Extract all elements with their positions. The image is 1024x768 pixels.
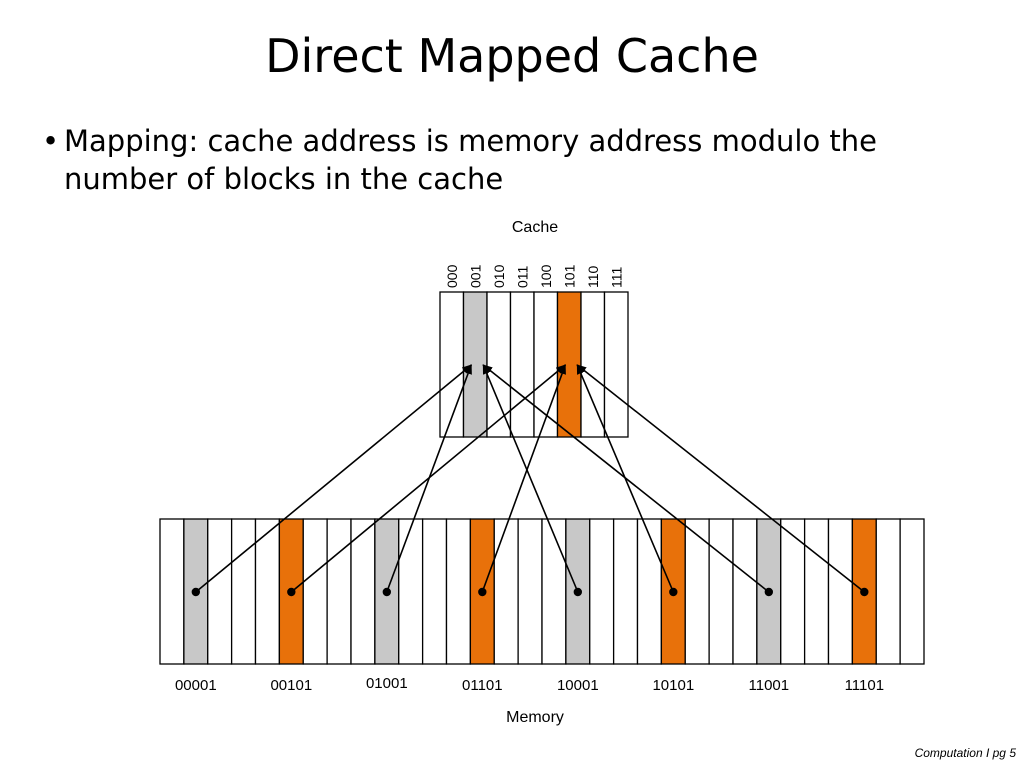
cache-block-010 [486, 291, 512, 438]
cache-label: Cache [512, 219, 558, 236]
memory-block [803, 518, 830, 665]
memory-address-label: 00101 [270, 677, 312, 694]
memory-block [612, 518, 639, 665]
bullet-text: Mapping: cache address is memory address… [64, 124, 878, 196]
cache-index-label: 111 [608, 267, 624, 288]
memory-block [780, 518, 806, 665]
mapping-arrow [195, 364, 473, 593]
page-footer: Computation I pg 5 [914, 746, 1016, 760]
cache-index-label: 000 [444, 264, 460, 288]
mapping-arrows [191, 364, 869, 597]
memory-label: Memory [506, 709, 564, 726]
cache-index-label: 110 [585, 265, 601, 288]
cache-array [439, 291, 629, 438]
cache-block-011 [509, 291, 535, 438]
mapping-arrow [481, 364, 567, 593]
slide-title: Direct Mapped Cache [265, 29, 759, 83]
memory-address-label: 10001 [557, 677, 599, 694]
cache-block-101 [556, 291, 582, 438]
memory-block [827, 518, 854, 665]
cache-index-label: 010 [491, 264, 507, 288]
memory-address-label: 01001 [366, 675, 408, 692]
memory-block [875, 518, 901, 665]
memory-block [230, 518, 257, 665]
memory-block [589, 518, 615, 665]
cache-index-labels: 000 001 010 011 100 101 110 111 [444, 264, 625, 288]
memory-block [541, 518, 567, 665]
mapping-arrow [386, 364, 472, 593]
memory-block [421, 518, 448, 665]
memory-block [398, 518, 424, 665]
mapping-arrow [482, 364, 770, 593]
memory-block [302, 518, 328, 665]
memory-address-label: 10101 [652, 677, 694, 694]
memory-block [159, 518, 185, 665]
mapping-arrow [576, 364, 865, 593]
cache-index-label: 011 [514, 265, 530, 288]
memory-block [445, 518, 472, 665]
memory-block [708, 518, 734, 665]
mapping-arrow [482, 364, 579, 593]
memory-block [517, 518, 543, 665]
memory-block [732, 518, 758, 665]
memory-address-label: 00001 [175, 677, 217, 694]
cache-block-001 [462, 291, 488, 438]
memory-block [350, 518, 376, 665]
cache-block-111 [603, 291, 629, 438]
memory-block [636, 518, 663, 665]
bullet-point: • Mapping: cache address is memory addre… [42, 122, 982, 198]
cache-index-label: 100 [538, 264, 554, 288]
memory-block [493, 518, 519, 665]
memory-address-labels: 00001 00101 01001 01101 10001 10101 11001 11101 [175, 675, 884, 694]
bullet-marker: • [42, 124, 60, 158]
memory-address-label: 11101 [845, 677, 885, 694]
cache-index-label: 001 [467, 264, 483, 288]
memory-address-label: 01101 [462, 677, 503, 694]
memory-block [207, 518, 233, 665]
memory-block [899, 518, 925, 665]
cache-index-label: 101 [561, 264, 577, 288]
memory-array [159, 518, 925, 665]
memory-block [326, 518, 352, 665]
cache-block-110 [580, 291, 606, 438]
memory-address-label: 11001 [749, 677, 790, 694]
